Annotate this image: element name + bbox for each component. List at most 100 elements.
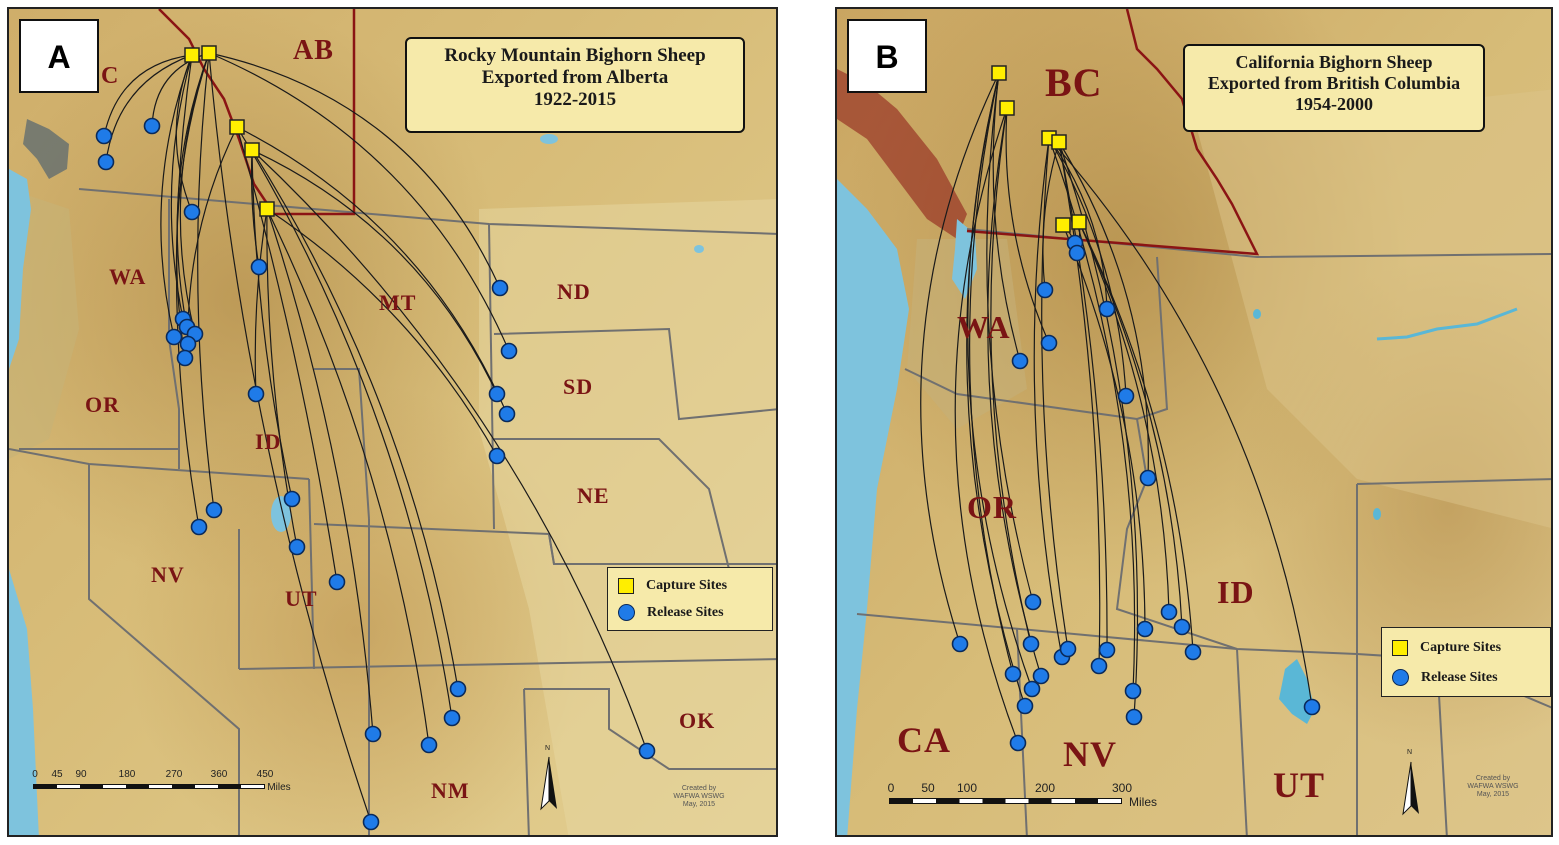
panel-letter: A (19, 19, 99, 93)
release-site-marker (1032, 667, 1050, 685)
export-route-line (1042, 141, 1060, 291)
release-site-marker (1173, 618, 1191, 636)
title-line: 1922-2015 (533, 89, 617, 110)
export-route-line (175, 54, 200, 528)
title-line: California Bighorn Sheep (1235, 52, 1433, 72)
capture-site-marker (1055, 217, 1071, 233)
release-site-marker (1098, 300, 1116, 318)
release-site-marker (1098, 641, 1116, 659)
credit-line: Created by (1475, 775, 1511, 782)
map-canvas-b (837, 9, 1551, 835)
legend-capture-label: Capture Sites (646, 578, 728, 593)
release-site-marker (364, 725, 382, 743)
export-route-line (1058, 141, 1101, 667)
export-route-line (1041, 137, 1069, 650)
credit-line: May, 2015 (1476, 791, 1510, 798)
release-site-marker (1004, 665, 1022, 683)
release-site-marker (250, 258, 268, 276)
plains-area (1197, 89, 1551, 528)
credit-line: Created by (681, 785, 717, 792)
release-site-marker (498, 405, 516, 423)
state-label-bc: BC (1045, 60, 1103, 105)
map-credit: Created by WAFWA WSWG May, 2015 (669, 785, 729, 809)
river (1376, 307, 1518, 341)
scale-tick: 300 (1111, 781, 1133, 795)
scale-tick: 360 (210, 769, 228, 780)
release-site-marker (1068, 244, 1086, 262)
scale-bar: 0 45 90 180 270 360 450 Miles (29, 769, 299, 805)
title-line: Exported from British Columbia (1207, 73, 1461, 93)
scale-unit: Miles (267, 782, 291, 793)
release-site-marker (1023, 680, 1041, 698)
release-site-marker (1040, 334, 1058, 352)
release-site-marker (500, 342, 518, 360)
title-line: 1954-2000 (1295, 94, 1373, 114)
map-legend: Capture Sites Release Sites (1381, 627, 1551, 697)
export-route-line (920, 72, 1000, 645)
release-site-marker (1160, 603, 1178, 621)
release-site-legend-icon (1392, 669, 1409, 686)
title-line: Rocky Mountain Bighorn Sheep (444, 45, 706, 66)
state-label-mt: MT (379, 290, 417, 315)
release-site-marker (183, 203, 201, 221)
release-site-marker (328, 573, 346, 591)
state-label-wa: WA (109, 264, 147, 289)
state-label-ok: OK (679, 708, 716, 733)
map-title: Rocky Mountain Bighorn Sheep Exported fr… (405, 37, 745, 133)
export-route-line (1078, 221, 1170, 613)
release-site-marker (362, 813, 380, 831)
legend-release-label: Release Sites (1421, 669, 1498, 685)
capture-site-marker (244, 142, 260, 158)
state-label-ca: CA (897, 720, 951, 760)
map-title: California Bighorn Sheep Exported from B… (1183, 44, 1485, 132)
release-site-marker (1059, 640, 1077, 658)
release-site-marker (951, 635, 969, 653)
capture-sites (991, 65, 1087, 233)
release-site-marker (1136, 620, 1154, 638)
ocean (9, 169, 31, 369)
release-site-marker (491, 279, 509, 297)
lake (1373, 508, 1381, 520)
capture-site-marker (259, 201, 275, 217)
export-route-line (179, 52, 210, 335)
scale-bar-graphic (889, 798, 1122, 804)
export-route-line (992, 72, 1021, 362)
scale-tick: 90 (75, 769, 87, 780)
scale-tick: 200 (1034, 781, 1056, 795)
release-site-marker (1303, 698, 1321, 716)
title-line: Exported from Alberta (481, 67, 669, 88)
ocean (837, 179, 909, 835)
export-route-line (987, 107, 1042, 677)
release-site-marker (1184, 643, 1202, 661)
release-sites (951, 234, 1321, 752)
export-route-line (1033, 137, 1063, 658)
release-sites (95, 117, 656, 831)
north-label: N (1407, 749, 1413, 756)
release-site-marker (176, 349, 194, 367)
release-site-marker (143, 117, 161, 135)
map-canvas-a (9, 9, 776, 835)
credit-line: WAFWA WSWG (673, 793, 725, 800)
export-route-line (986, 72, 1034, 603)
release-site-marker (1016, 697, 1034, 715)
release-site-marker (1011, 352, 1029, 370)
lake (540, 134, 558, 144)
export-route-line (103, 54, 193, 137)
release-site-marker (1124, 682, 1142, 700)
capture-site-marker (991, 65, 1007, 81)
capture-site-legend-icon (618, 578, 634, 594)
scale-tick: 45 (51, 769, 63, 780)
release-site-marker (420, 736, 438, 754)
release-site-marker (443, 709, 461, 727)
export-route-line (236, 126, 338, 583)
release-site-marker (638, 742, 656, 760)
state-label-id: ID (1217, 574, 1255, 610)
export-route-line (1048, 137, 1127, 397)
state-label-sd: SD (563, 374, 594, 399)
capture-site-marker (201, 45, 217, 61)
scale-tick: 180 (118, 769, 136, 780)
export-route-line (254, 208, 268, 395)
capture-site-marker (999, 100, 1015, 116)
release-site-marker (488, 447, 506, 465)
release-site-marker (165, 328, 183, 346)
